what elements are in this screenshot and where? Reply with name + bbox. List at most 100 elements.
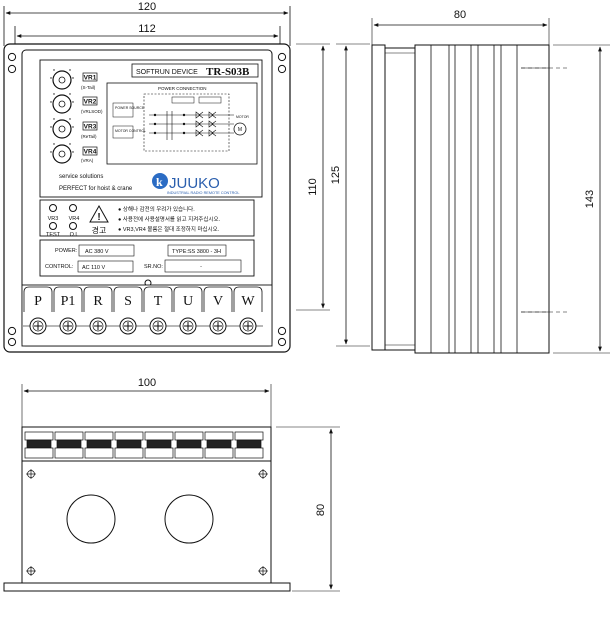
mount-hole-icon <box>277 52 287 62</box>
test-label-vr4: VR4 <box>69 216 80 222</box>
power-connection-diagram: POWER CONNECTION POWER SOURCE MOTOR CONT… <box>106 82 258 165</box>
mount-hole-icon <box>7 52 17 62</box>
knob-3[interactable]: VR3 (ReTail) <box>52 119 98 139</box>
svg-text:!: ! <box>97 212 100 223</box>
vr3-trim[interactable] <box>49 204 57 212</box>
knob-1-code: VR1 <box>84 75 97 82</box>
dim-143-label: 143 <box>584 190 596 208</box>
motor-icon <box>233 122 247 136</box>
terminal-w[interactable]: W <box>233 286 263 312</box>
warning-icon: ! <box>89 204 109 223</box>
juuko-logo: k JUUKO INDUSTRIAL RADIO REMOTE CONTROL <box>152 173 239 195</box>
knob-4-note: (VRA) <box>81 158 94 163</box>
terminal-labels: P P1 R S T U V <box>23 286 263 312</box>
knob-2[interactable]: VR2 (VRLSOD) <box>52 94 103 114</box>
power-label: POWER: <box>55 248 78 254</box>
tagline-2: PERFECT for hoist & crane <box>59 186 133 192</box>
dimension-bottom-width: 100 <box>21 377 272 428</box>
mount-hole-icon <box>7 326 17 336</box>
ol-indicator <box>69 222 77 230</box>
dim-120-label: 120 <box>138 1 156 13</box>
bottom-base-plate <box>3 582 291 592</box>
warning-label: 경고 <box>92 225 107 235</box>
serial-label: SR.NO: <box>144 264 163 270</box>
heatsink-fins <box>430 45 518 353</box>
bottom-terminals <box>24 431 264 459</box>
bottom-body <box>21 460 272 584</box>
knob-ticks <box>50 69 74 153</box>
mount-hole-icon <box>7 64 17 74</box>
knob-1-note: (S-Tail) <box>81 85 96 90</box>
test-label-ol: O.L <box>70 232 79 238</box>
cable-entry-hole-icon <box>66 494 116 544</box>
model-label: TR-S03B <box>206 66 250 78</box>
terminal-r[interactable]: R <box>83 286 113 312</box>
test-button[interactable] <box>49 222 57 230</box>
power-connection-title: POWER CONNECTION <box>158 86 207 91</box>
knob-2-note: (VRLSOD) <box>81 109 103 114</box>
terminal-screws <box>23 317 263 335</box>
center-lines <box>521 67 568 313</box>
cable-entry-hole-icon <box>164 494 214 544</box>
terminal-u-label: U <box>183 294 193 309</box>
terminal-s-label: S <box>124 294 132 309</box>
side-body <box>384 47 416 351</box>
terminal-w-label: W <box>241 294 255 309</box>
mount-hole-icon <box>277 64 287 74</box>
terminal-t-label: T <box>154 294 163 309</box>
bottom-view: 100 <box>3 377 340 592</box>
terminal-p[interactable]: P <box>23 286 53 312</box>
vr4-trim[interactable] <box>69 204 77 212</box>
side-flange <box>371 44 386 351</box>
mount-hole-icon <box>277 337 287 347</box>
terminal-v-label: V <box>213 294 223 309</box>
dim-100-label: 100 <box>138 377 156 389</box>
front-view: 120 112 SOFTRUN DEVICE TR-S03B <box>3 1 370 353</box>
knob-2-code: VR2 <box>84 99 97 106</box>
warning-list: ● 상해나 감전의 우려가 있습니다. ● 사용전에 사용설명서를 읽고 지켜주… <box>118 205 221 233</box>
dim-125-label: 125 <box>330 166 342 184</box>
dimension-panel-height: 110 <box>296 43 330 311</box>
terminal-v[interactable]: V <box>203 286 233 312</box>
heatsink <box>414 44 550 354</box>
bottom-screws <box>26 469 268 576</box>
dimension-panel-width: 112 <box>14 23 281 46</box>
dim-110-label: 110 <box>307 178 319 196</box>
terminal-p1-label: P1 <box>61 294 76 309</box>
side-view: 80 14 <box>371 9 610 354</box>
svg-text:k: k <box>156 175 163 189</box>
dimension-side-height: 143 <box>553 44 610 354</box>
dim-80-side-label: 80 <box>454 9 466 21</box>
dimension-overall-width: 120 <box>3 1 291 46</box>
brand-name: JUUKO <box>169 175 220 192</box>
terminal-r-label: R <box>93 294 103 309</box>
knob-3-note: (ReTail) <box>81 134 97 139</box>
knob-3-code: VR3 <box>84 124 97 131</box>
terminal-p1[interactable]: P1 <box>53 286 83 312</box>
type-label: TYPE:SS 3800 - 3H <box>172 249 221 255</box>
control-value: AC 110 V <box>82 265 105 271</box>
dimension-overall-height: 125 <box>330 43 370 347</box>
motor-label: MOTOR <box>236 115 249 119</box>
header-label: SOFTRUN DEVICE <box>136 69 198 76</box>
power-box-1-label: POWER SOURCE <box>115 106 145 110</box>
serial-value: - <box>200 264 202 270</box>
mount-hole-icon <box>277 326 287 336</box>
knob-1[interactable]: VR1 (S-Tail) <box>52 70 98 90</box>
mount-hole-icon <box>7 337 17 347</box>
dimension-depth: 80 <box>371 9 550 46</box>
tagline-1: service solutions <box>59 174 103 180</box>
terminal-p-label: P <box>34 294 42 309</box>
knob-4-code: VR4 <box>84 149 97 156</box>
terminal-s[interactable]: S <box>113 286 143 312</box>
svg-text:M: M <box>238 127 242 133</box>
dim-80-bottom-label: 80 <box>315 504 327 516</box>
terminal-t[interactable]: T <box>143 286 173 312</box>
terminal-u[interactable]: U <box>173 286 203 312</box>
warning-line-1: ● 상해나 감전의 우려가 있습니다. <box>118 205 195 213</box>
knob-4[interactable]: VR4 (VRA) <box>52 144 98 164</box>
test-controls: VR3 VR4 TEST O.L <box>46 204 80 238</box>
warning-line-3: ● VR3,VR4 볼륨은 절대 조정하지 마십시오. <box>118 225 220 233</box>
test-label-test: TEST <box>46 232 61 238</box>
